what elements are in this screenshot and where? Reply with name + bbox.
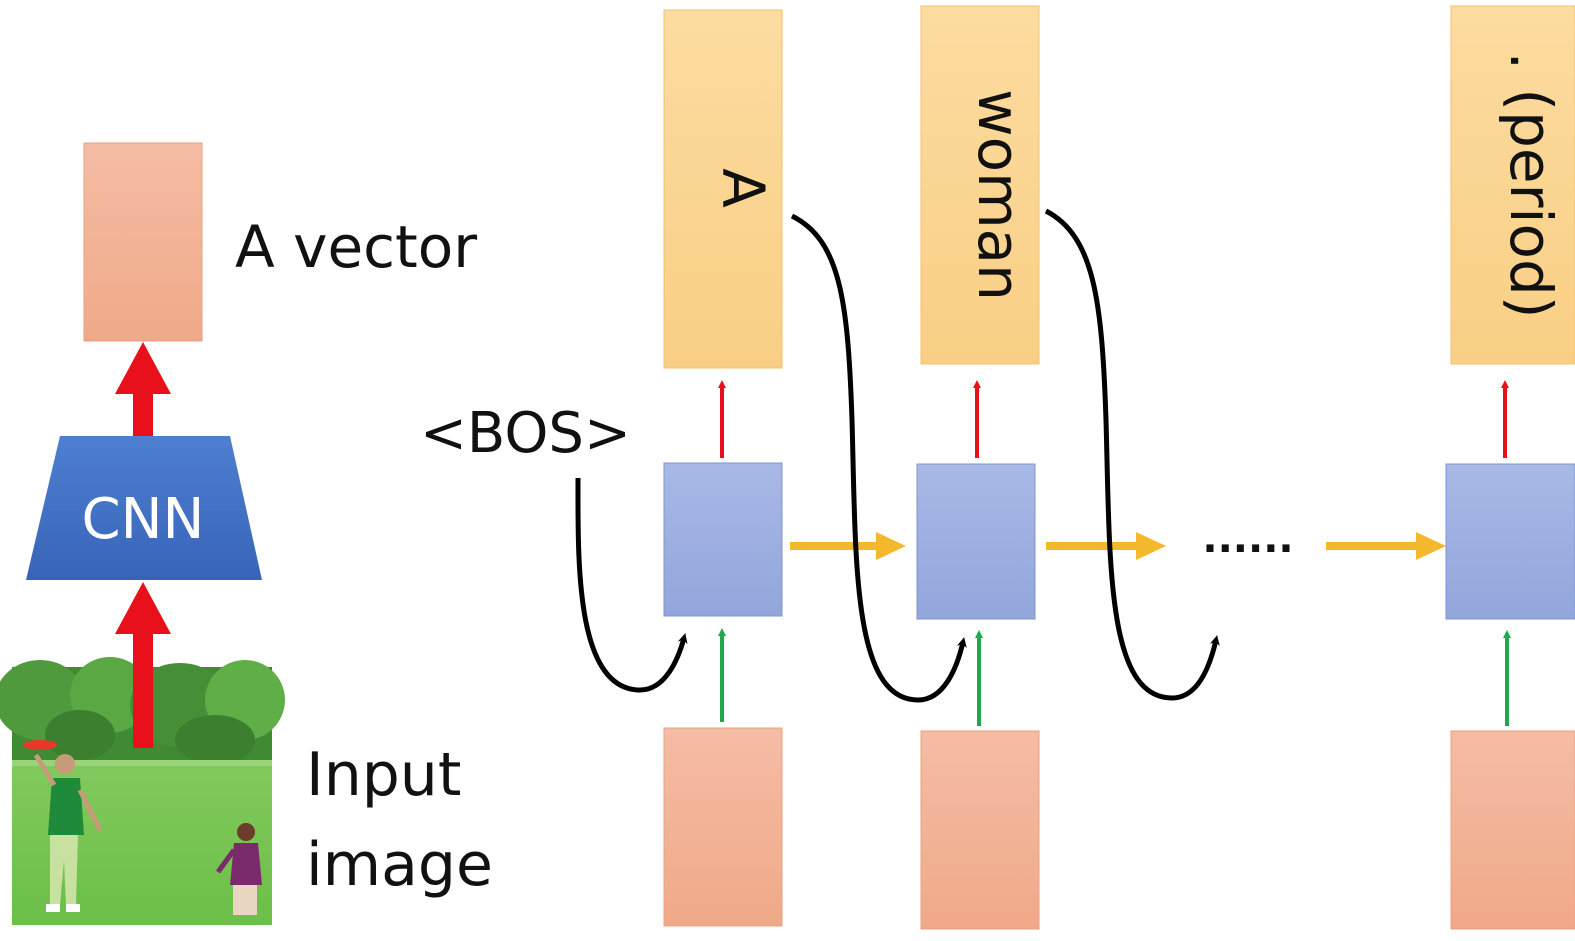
- output-word-2: woman: [965, 89, 1033, 301]
- image-vector-1: [663, 727, 783, 927]
- input-label-line1: Input: [306, 740, 461, 810]
- hidden-state-3: [1445, 463, 1575, 620]
- cnn-block: [26, 436, 262, 580]
- input-label-line2: image: [306, 830, 493, 900]
- recurrent-arrow-1: [790, 532, 906, 560]
- output-box-2: [920, 5, 1040, 365]
- bos-label: <BOS>: [420, 401, 631, 466]
- image-vector-3: [1450, 730, 1575, 930]
- output-word-1: A: [709, 168, 777, 208]
- image-to-cnn-arrow: [115, 582, 171, 748]
- cnn-output-vector-box: [83, 142, 203, 342]
- hidden-state-2: [916, 463, 1036, 620]
- output-word-3: . (period): [1497, 52, 1565, 319]
- cnn-to-vector-arrow: [115, 342, 171, 438]
- word-feedback-arrow-1: [790, 213, 967, 703]
- input-image: [0, 657, 285, 925]
- output-box-1: [663, 9, 783, 369]
- recurrent-arrow-2: [1046, 532, 1166, 560]
- cnn-label: CNN: [82, 487, 205, 552]
- word-feedback-arrow-2: [1044, 208, 1220, 701]
- image-vector-2: [920, 730, 1040, 930]
- bos-feedback-arrow: [575, 477, 688, 693]
- vector-label: A vector: [235, 213, 477, 281]
- hidden-state-1: [663, 462, 783, 617]
- output-box-3: [1450, 5, 1575, 365]
- recurrent-arrow-3: [1326, 532, 1446, 560]
- ellipsis: ......: [1202, 516, 1293, 562]
